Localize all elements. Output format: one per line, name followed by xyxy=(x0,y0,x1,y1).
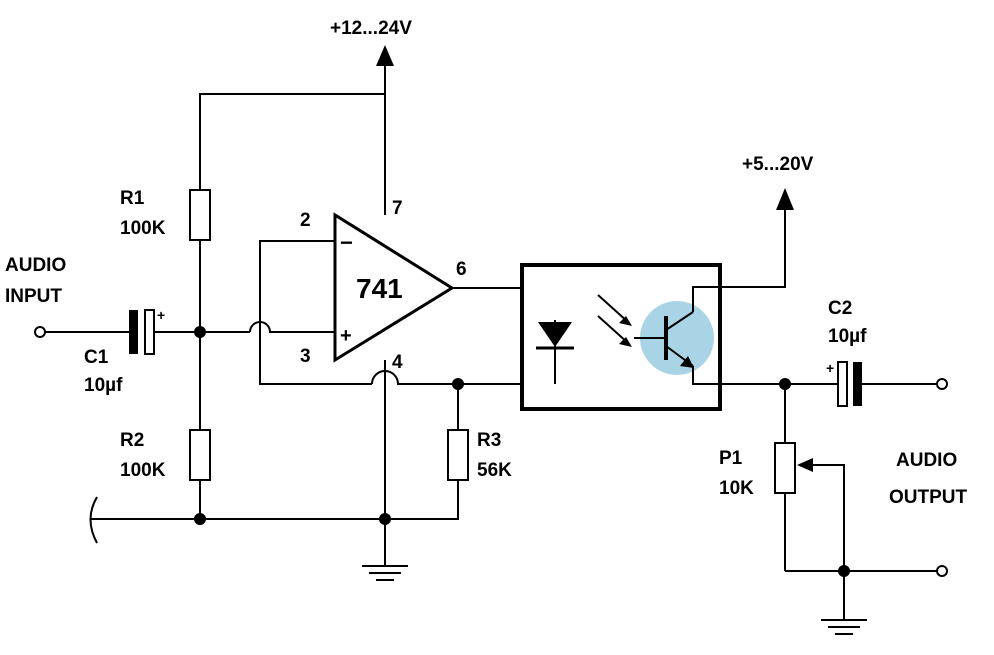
opamp-plus-sign: + xyxy=(340,325,352,347)
r3-value: 56K xyxy=(477,460,512,481)
capacitor-c1-plate-negative xyxy=(129,310,138,354)
light-arrows-icon xyxy=(597,294,632,347)
opamp-741 xyxy=(333,212,455,363)
opamp-pin2: 2 xyxy=(300,210,311,231)
phototransistor-highlight xyxy=(640,301,714,375)
c1-value: 10µf xyxy=(84,375,123,396)
terminal-audio-output-signal[interactable] xyxy=(936,378,948,390)
phototransistor-icon xyxy=(634,286,720,385)
wire-hop-over-pin4 xyxy=(371,370,458,385)
audio-output-label-line2: OUTPUT xyxy=(889,487,968,508)
p1-name: P1 xyxy=(719,448,743,469)
junction-input-node xyxy=(194,326,206,338)
c2-name: C2 xyxy=(828,298,852,319)
r3-name: R3 xyxy=(477,430,501,451)
r2-name: R2 xyxy=(120,430,144,451)
supply-label-opto: +5...20V xyxy=(742,154,814,175)
ground-icon xyxy=(362,565,408,581)
potentiometer-p1 xyxy=(774,442,796,494)
terminal-audio-output-ground[interactable] xyxy=(936,565,948,577)
opamp-pin4: 4 xyxy=(392,352,403,373)
c2-polarity: + xyxy=(826,360,834,376)
c1-name: C1 xyxy=(84,347,109,368)
opamp-minus-sign: − xyxy=(340,230,353,255)
r1-name: R1 xyxy=(120,188,145,209)
capacitor-c2-plate-negative xyxy=(853,362,862,406)
opamp-pin6: 6 xyxy=(456,259,467,280)
junction-ground-r2 xyxy=(194,513,206,525)
led-icon xyxy=(536,320,574,384)
resistor-r2 xyxy=(189,429,211,481)
wire-top-rail xyxy=(199,93,385,190)
c2-value: 10µf xyxy=(828,326,867,347)
opamp-pin3: 3 xyxy=(300,346,311,367)
opamp-label: 741 xyxy=(356,273,403,304)
p1-value: 10K xyxy=(719,478,754,499)
potentiometer-wiper-icon xyxy=(797,458,845,571)
ground-icon xyxy=(821,619,867,635)
r2-value: 100K xyxy=(120,460,166,481)
resistor-r3 xyxy=(447,429,469,481)
wire-hop-to-pin3 xyxy=(249,321,335,333)
supply-arrow-opamp xyxy=(376,45,394,215)
audio-input-label-line2: INPUT xyxy=(5,286,62,307)
audio-input-label-line1: AUDIO xyxy=(5,255,66,276)
capacitor-c1-plate-positive xyxy=(144,309,155,355)
wire-feedback-loop xyxy=(259,240,372,385)
c1-polarity: + xyxy=(157,307,165,323)
opamp-pin7: 7 xyxy=(392,198,403,219)
supply-label-opamp: +12...24V xyxy=(330,18,412,39)
junction-ground-opamp xyxy=(379,513,391,525)
terminal-audio-input[interactable] xyxy=(34,326,46,338)
capacitor-c2-plate-positive xyxy=(837,361,848,407)
wire-r3-bottom xyxy=(385,480,459,520)
audio-output-label-line1: AUDIO xyxy=(896,450,957,471)
r1-value: 100K xyxy=(120,218,166,239)
resistor-r1 xyxy=(189,189,211,241)
supply-arrow-opto xyxy=(720,188,794,288)
